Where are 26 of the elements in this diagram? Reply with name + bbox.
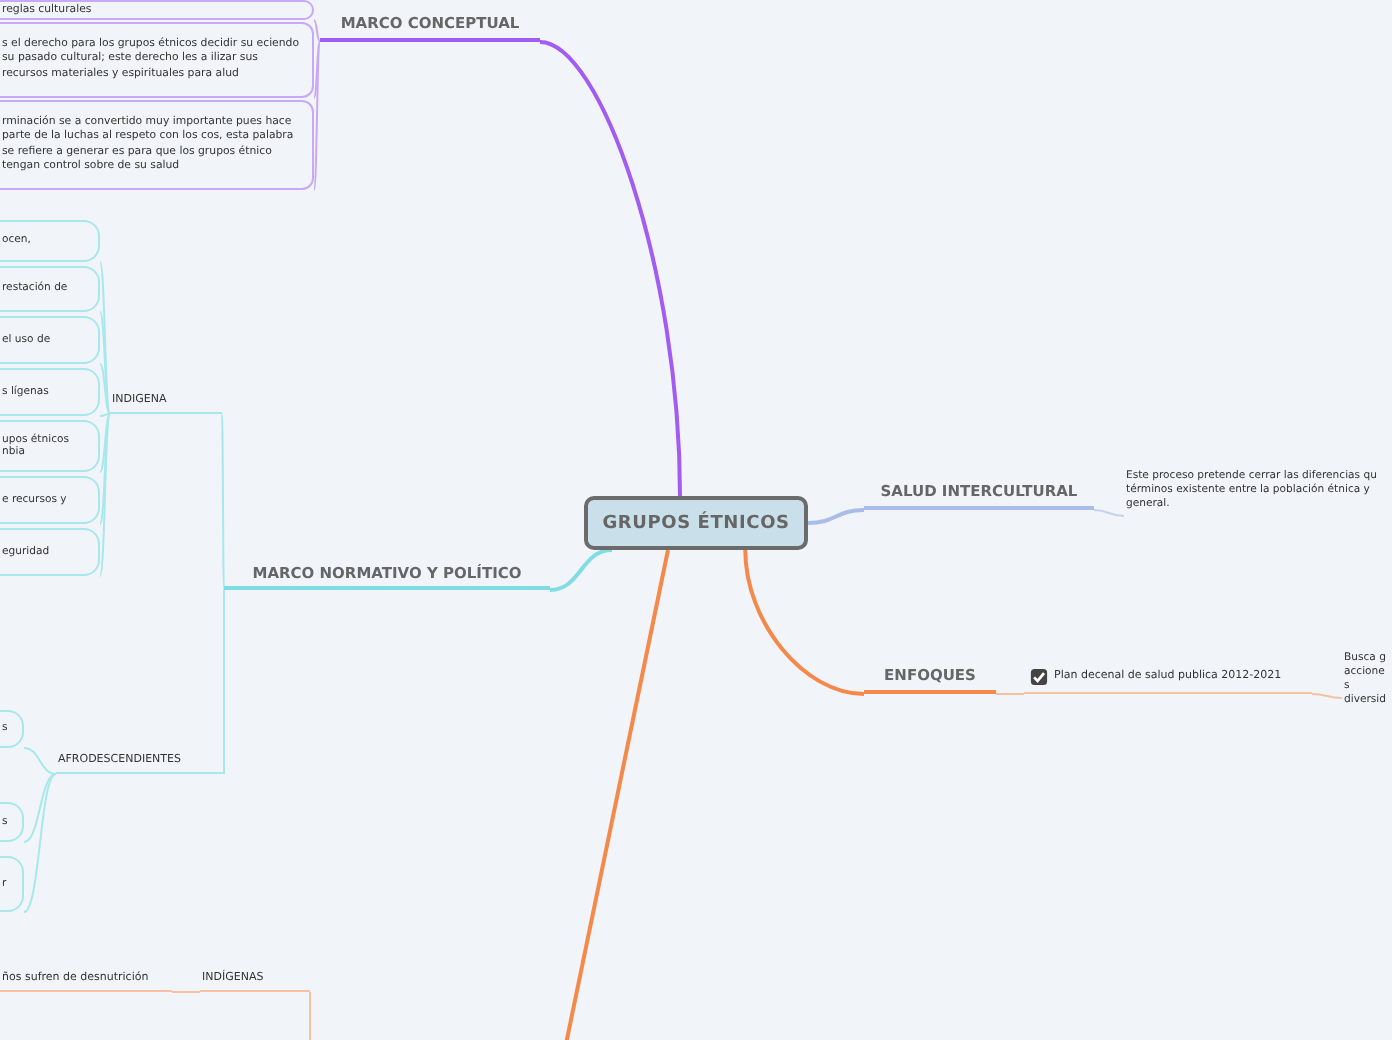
central-topic-box: GRUPOS ÉTNICOS — [584, 496, 808, 550]
connector-line — [1311, 693, 1343, 699]
connector-line — [313, 19, 321, 43]
connector-line — [995, 693, 1025, 695]
connector-line — [99, 413, 111, 473]
connector-line — [99, 311, 111, 415]
connector-line — [23, 773, 57, 913]
connector-line — [807, 508, 865, 525]
connector-line — [99, 261, 111, 415]
connector-line — [313, 41, 321, 191]
connector-line — [313, 41, 321, 99]
connector-line — [743, 549, 865, 696]
connector-line — [223, 589, 225, 775]
connector-line — [99, 413, 111, 525]
connector-line — [221, 413, 225, 591]
connector-line — [309, 991, 311, 1040]
connector-line — [23, 747, 57, 775]
connector-line — [539, 40, 682, 497]
connector-line — [99, 413, 111, 417]
connector-line — [99, 363, 111, 415]
connector-line — [1093, 509, 1125, 517]
connector-line — [171, 991, 201, 993]
connector-line — [564, 549, 670, 1040]
connector-line — [99, 413, 111, 577]
connector-line — [549, 548, 613, 592]
connector-line — [23, 773, 57, 843]
